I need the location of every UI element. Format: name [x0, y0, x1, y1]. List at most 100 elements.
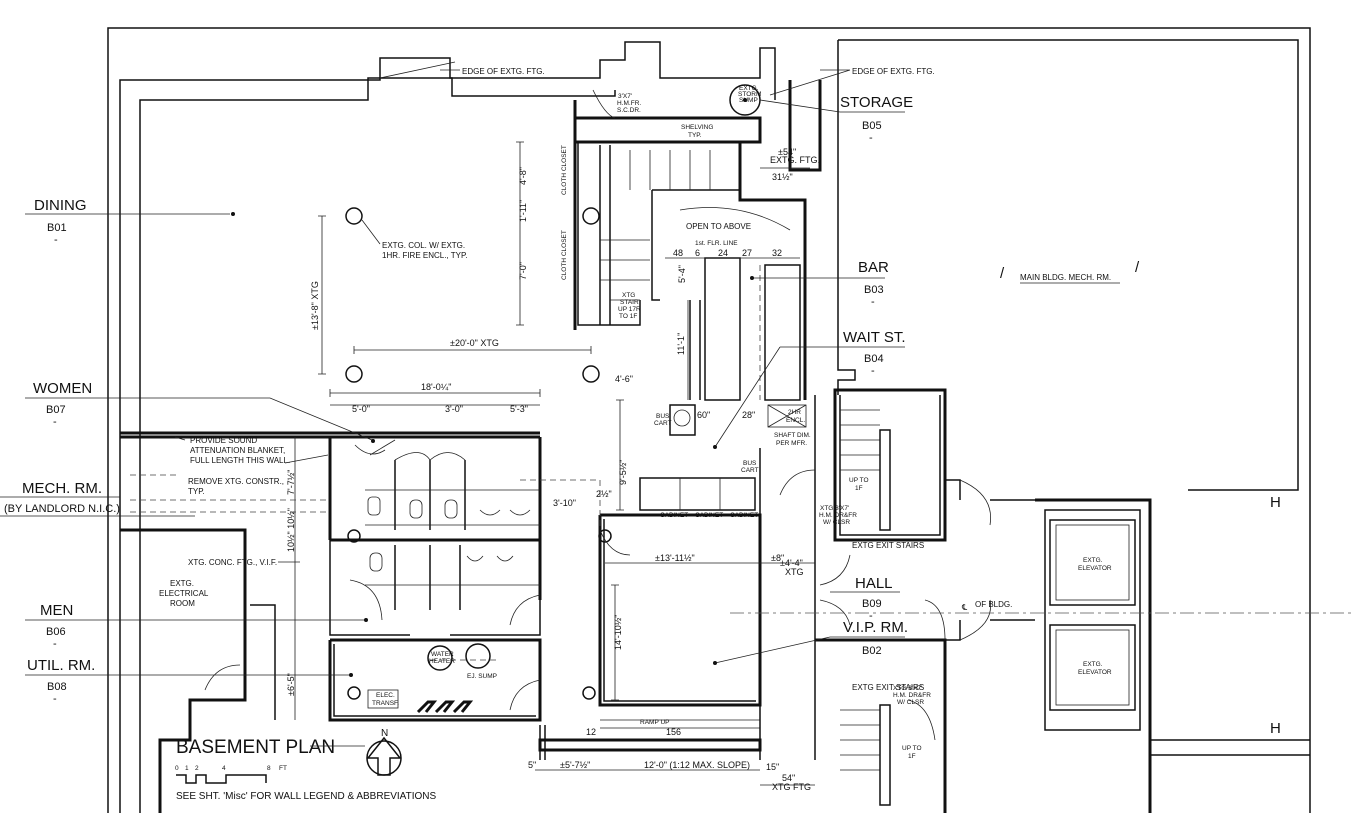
svg-text:UTIL. RM.: UTIL. RM.: [27, 657, 95, 674]
svg-text:TRANSF.: TRANSF.: [372, 700, 399, 707]
room-tag-mech: MECH. RM. (BY LANDLORD N.I.C.): [0, 480, 195, 517]
svg-text:SUMP: SUMP: [739, 97, 758, 104]
svg-text:12: 12: [586, 727, 596, 737]
svg-text:℄: ℄: [961, 603, 968, 612]
svg-text:±13'-11½": ±13'-11½": [655, 553, 695, 563]
sheet-border: [107, 27, 1311, 813]
svg-text:REMOVE XTG. CONSTR.,: REMOVE XTG. CONSTR.,: [188, 477, 284, 486]
svg-text:PROVIDE SOUND: PROVIDE SOUND: [190, 436, 257, 445]
svg-text:6: 6: [695, 248, 700, 258]
svg-text:2HR: 2HR: [788, 409, 801, 416]
svg-text:4'-6": 4'-6": [615, 374, 633, 384]
svg-text:15": 15": [766, 762, 779, 772]
svg-text:TYP.: TYP.: [188, 487, 205, 496]
svg-text:EXTG. FTG.: EXTG. FTG.: [770, 155, 820, 165]
svg-text:1HR. FIRE ENCL., TYP.: 1HR. FIRE ENCL., TYP.: [382, 251, 468, 260]
svg-text:BUS: BUS: [656, 413, 670, 420]
svg-text:7'-7½": 7'-7½": [286, 470, 296, 495]
svg-text:EDGE OF EXTG. FTG.: EDGE OF EXTG. FTG.: [852, 67, 935, 76]
svg-text:2½": 2½": [596, 489, 612, 499]
svg-text:CLOTH CLOSET: CLOTH CLOSET: [561, 145, 568, 195]
svg-text:54": 54": [782, 773, 795, 783]
svg-text:14'-10½": 14'-10½": [613, 615, 623, 650]
svg-text:±20'-0" XTG: ±20'-0" XTG: [450, 338, 499, 348]
svg-text:3'-0": 3'-0": [445, 404, 463, 414]
svg-text:4: 4: [222, 765, 226, 772]
svg-text:V.I.P. RM.: V.I.P. RM.: [843, 619, 908, 636]
svg-text:7'-0": 7'-0": [518, 262, 528, 280]
svg-text:TO 1F: TO 1F: [619, 313, 637, 320]
svg-text:H.M.FR.: H.M.FR.: [617, 100, 641, 107]
footing-outline: [119, 39, 1299, 813]
svg-text:8: 8: [267, 765, 271, 772]
svg-text:SHAFT DIM.: SHAFT DIM.: [774, 432, 811, 439]
svg-text:±54": ±54": [778, 147, 796, 157]
svg-text:4'-8": 4'-8": [518, 167, 528, 185]
svg-text:-: -: [869, 610, 873, 622]
svg-text:H: H: [1270, 494, 1281, 511]
svg-text:B03: B03: [864, 284, 884, 296]
svg-text:CART: CART: [654, 420, 672, 427]
svg-text:CABINET: CABINET: [660, 512, 688, 519]
svg-text:H: H: [1270, 720, 1281, 737]
svg-text:5'-4": 5'-4": [677, 265, 687, 283]
scale-bar: 0 1 2 4 8 FT: [175, 765, 287, 784]
utility-walls: [328, 638, 542, 722]
svg-text:OPEN TO ABOVE: OPEN TO ABOVE: [686, 222, 751, 231]
svg-text:SEE SHT. 'Misc' FOR WALL LEGEN: SEE SHT. 'Misc' FOR WALL LEGEND & ABBREV…: [176, 791, 437, 802]
svg-text:5": 5": [528, 760, 536, 770]
svg-text:WAIT ST.: WAIT ST.: [843, 329, 906, 346]
room-tag-wait-station: WAIT ST. B04 -: [713, 329, 906, 449]
svg-text:OF BLDG.: OF BLDG.: [975, 600, 1012, 609]
svg-text:28": 28": [742, 410, 755, 420]
svg-text:ENCL.: ENCL.: [786, 417, 805, 424]
svg-text:-: -: [54, 234, 58, 246]
svg-text:PER MFR.: PER MFR.: [776, 440, 807, 447]
svg-text:XTG 3'X7': XTG 3'X7': [820, 505, 849, 512]
svg-text:EXTG.: EXTG.: [1083, 661, 1103, 668]
svg-text:12'-0" (1:12 MAX. SLOPE): 12'-0" (1:12 MAX. SLOPE): [644, 760, 750, 770]
svg-text:-: -: [871, 296, 875, 308]
svg-text:3'-10": 3'-10": [553, 498, 576, 508]
room-tag-storage: STORAGE B05 -: [759, 94, 913, 144]
wait-station: [639, 404, 756, 511]
svg-text:BAR: BAR: [858, 259, 889, 276]
svg-text:CLOTH CLOSET: CLOTH CLOSET: [561, 230, 568, 280]
svg-text:EXTG.: EXTG.: [1083, 557, 1103, 564]
svg-text:ROOM: ROOM: [170, 599, 195, 608]
svg-text:MEN: MEN: [40, 602, 73, 619]
svg-text:11'-1": 11'-1": [676, 333, 686, 355]
dimension-lines: [294, 141, 815, 786]
svg-text:FT: FT: [279, 765, 287, 772]
room-tag-hall: HALL B09 -: [830, 575, 900, 622]
annotation-notes: EDGE OF EXTG. FTG. EDGE OF EXTG. FTG. EX…: [159, 67, 1120, 760]
svg-text:DINING: DINING: [34, 197, 87, 214]
svg-text:ELEVATOR: ELEVATOR: [1078, 669, 1112, 676]
svg-text:±6'-5": ±6'-5": [286, 673, 296, 696]
svg-text:5'-0": 5'-0": [352, 404, 370, 414]
svg-text:H.M. DR&FR: H.M. DR&FR: [893, 692, 931, 699]
svg-text:ELECTRICAL: ELECTRICAL: [159, 589, 209, 598]
svg-text:/: /: [1135, 259, 1140, 276]
svg-text:XTG: XTG: [785, 567, 804, 577]
svg-text:B08: B08: [47, 681, 67, 693]
room-tag-women: WOMEN B07 -: [25, 380, 375, 443]
svg-text:24: 24: [718, 248, 728, 258]
columns: [345, 207, 612, 700]
svg-text:48: 48: [673, 248, 683, 258]
svg-text:SHELVING: SHELVING: [681, 124, 713, 131]
svg-text:1F: 1F: [908, 753, 916, 760]
svg-text:27: 27: [742, 248, 752, 258]
svg-text:STORM: STORM: [738, 91, 761, 98]
svg-text:B07: B07: [46, 404, 66, 416]
svg-text:5'-3": 5'-3": [510, 404, 528, 414]
svg-text:156: 156: [666, 727, 681, 737]
svg-text:-: -: [53, 638, 57, 650]
svg-text:TYP.: TYP.: [688, 132, 702, 139]
svg-text:EXTG.: EXTG.: [739, 85, 759, 92]
svg-text:-: -: [871, 365, 875, 377]
svg-text:1F: 1F: [855, 485, 863, 492]
svg-text:±4'-4": ±4'-4": [780, 558, 803, 568]
room-tag-util: UTIL. RM. B08 -: [25, 657, 353, 705]
svg-text:XTG: XTG: [622, 292, 635, 299]
